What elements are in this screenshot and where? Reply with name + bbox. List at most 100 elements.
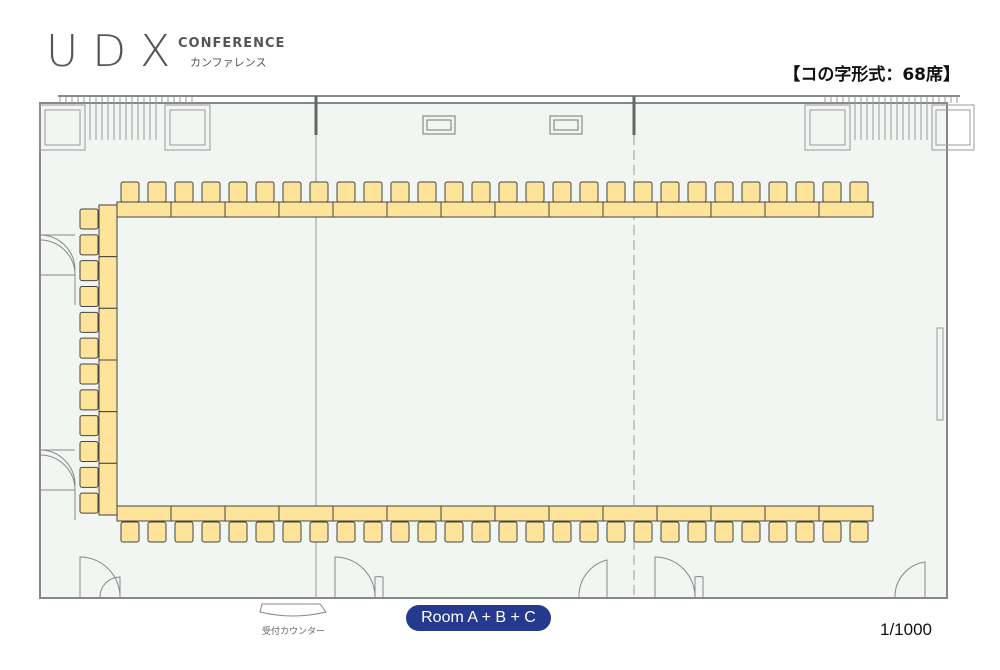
table xyxy=(440,201,496,218)
table xyxy=(548,201,604,218)
table xyxy=(98,256,118,309)
chair xyxy=(525,521,545,543)
chair xyxy=(471,181,491,203)
chair xyxy=(660,181,680,203)
chair xyxy=(79,337,99,359)
chair xyxy=(417,521,437,543)
chair xyxy=(768,181,788,203)
chair xyxy=(174,181,194,203)
chair xyxy=(201,521,221,543)
table xyxy=(602,201,658,218)
chair xyxy=(228,521,248,543)
chair xyxy=(120,521,140,543)
chair xyxy=(606,521,626,543)
table xyxy=(170,201,226,218)
chair xyxy=(336,181,356,203)
table xyxy=(494,201,550,218)
table xyxy=(98,307,118,361)
chair xyxy=(714,181,734,203)
chair xyxy=(79,234,99,256)
table xyxy=(656,505,712,522)
chair xyxy=(714,521,734,543)
room-label: Room A + B + C xyxy=(406,605,551,631)
chair xyxy=(255,181,275,203)
udx-logo: UDX xyxy=(46,26,185,77)
chair xyxy=(741,521,761,543)
table xyxy=(98,462,118,516)
chair xyxy=(363,181,383,203)
chair xyxy=(660,521,680,543)
table xyxy=(656,201,712,218)
table xyxy=(224,505,280,522)
chair xyxy=(79,286,99,307)
table xyxy=(764,201,820,218)
chair xyxy=(390,521,410,543)
chair xyxy=(687,521,707,543)
chair xyxy=(795,521,815,543)
table xyxy=(116,201,172,218)
chair xyxy=(417,181,437,203)
chair xyxy=(444,181,464,203)
u-shape-seating xyxy=(79,181,874,543)
layout-title: 【コの字形式：68席】 xyxy=(783,65,960,85)
chair xyxy=(822,521,842,543)
chair xyxy=(282,521,302,543)
chair xyxy=(633,521,653,543)
table xyxy=(494,505,550,522)
chair xyxy=(768,521,788,543)
chair xyxy=(79,441,99,462)
stairs-right xyxy=(804,104,975,151)
chair xyxy=(147,181,167,203)
table xyxy=(602,505,658,522)
table xyxy=(332,505,388,522)
chair xyxy=(606,181,626,203)
chair xyxy=(79,415,99,437)
table xyxy=(818,201,874,218)
reception-label: 受付カウンター xyxy=(262,627,326,637)
chair xyxy=(336,521,356,543)
chair xyxy=(579,181,599,203)
table xyxy=(710,201,766,218)
chair xyxy=(255,521,275,543)
chair xyxy=(390,181,410,203)
chair xyxy=(79,389,99,411)
chair xyxy=(741,181,761,203)
table xyxy=(710,505,766,522)
table xyxy=(332,201,388,218)
chair xyxy=(687,181,707,203)
screen-box xyxy=(422,115,456,135)
chair xyxy=(309,181,329,203)
chair xyxy=(309,521,329,543)
conference-kana-label: カンファレンス xyxy=(190,56,267,69)
chair xyxy=(849,521,869,543)
chair xyxy=(525,181,545,203)
table xyxy=(764,505,820,522)
scale-label: 1/1000 xyxy=(880,620,932,639)
chair xyxy=(120,181,140,203)
table xyxy=(548,505,604,522)
chair xyxy=(471,521,491,543)
chair xyxy=(147,521,167,543)
chair xyxy=(552,181,572,203)
table xyxy=(98,359,118,413)
table xyxy=(818,505,874,522)
table xyxy=(440,505,496,522)
chair xyxy=(363,521,383,543)
table xyxy=(278,505,334,522)
doors xyxy=(39,234,926,598)
table xyxy=(98,411,118,464)
chair xyxy=(228,181,248,203)
table xyxy=(98,204,118,258)
chair xyxy=(498,181,518,203)
table xyxy=(386,201,442,218)
chair xyxy=(79,260,99,282)
chair xyxy=(444,521,464,543)
chair xyxy=(79,492,99,514)
chair xyxy=(552,521,572,543)
screen-box xyxy=(549,115,583,135)
table xyxy=(116,505,172,522)
chair xyxy=(174,521,194,543)
chair xyxy=(79,208,99,230)
chair xyxy=(822,181,842,203)
